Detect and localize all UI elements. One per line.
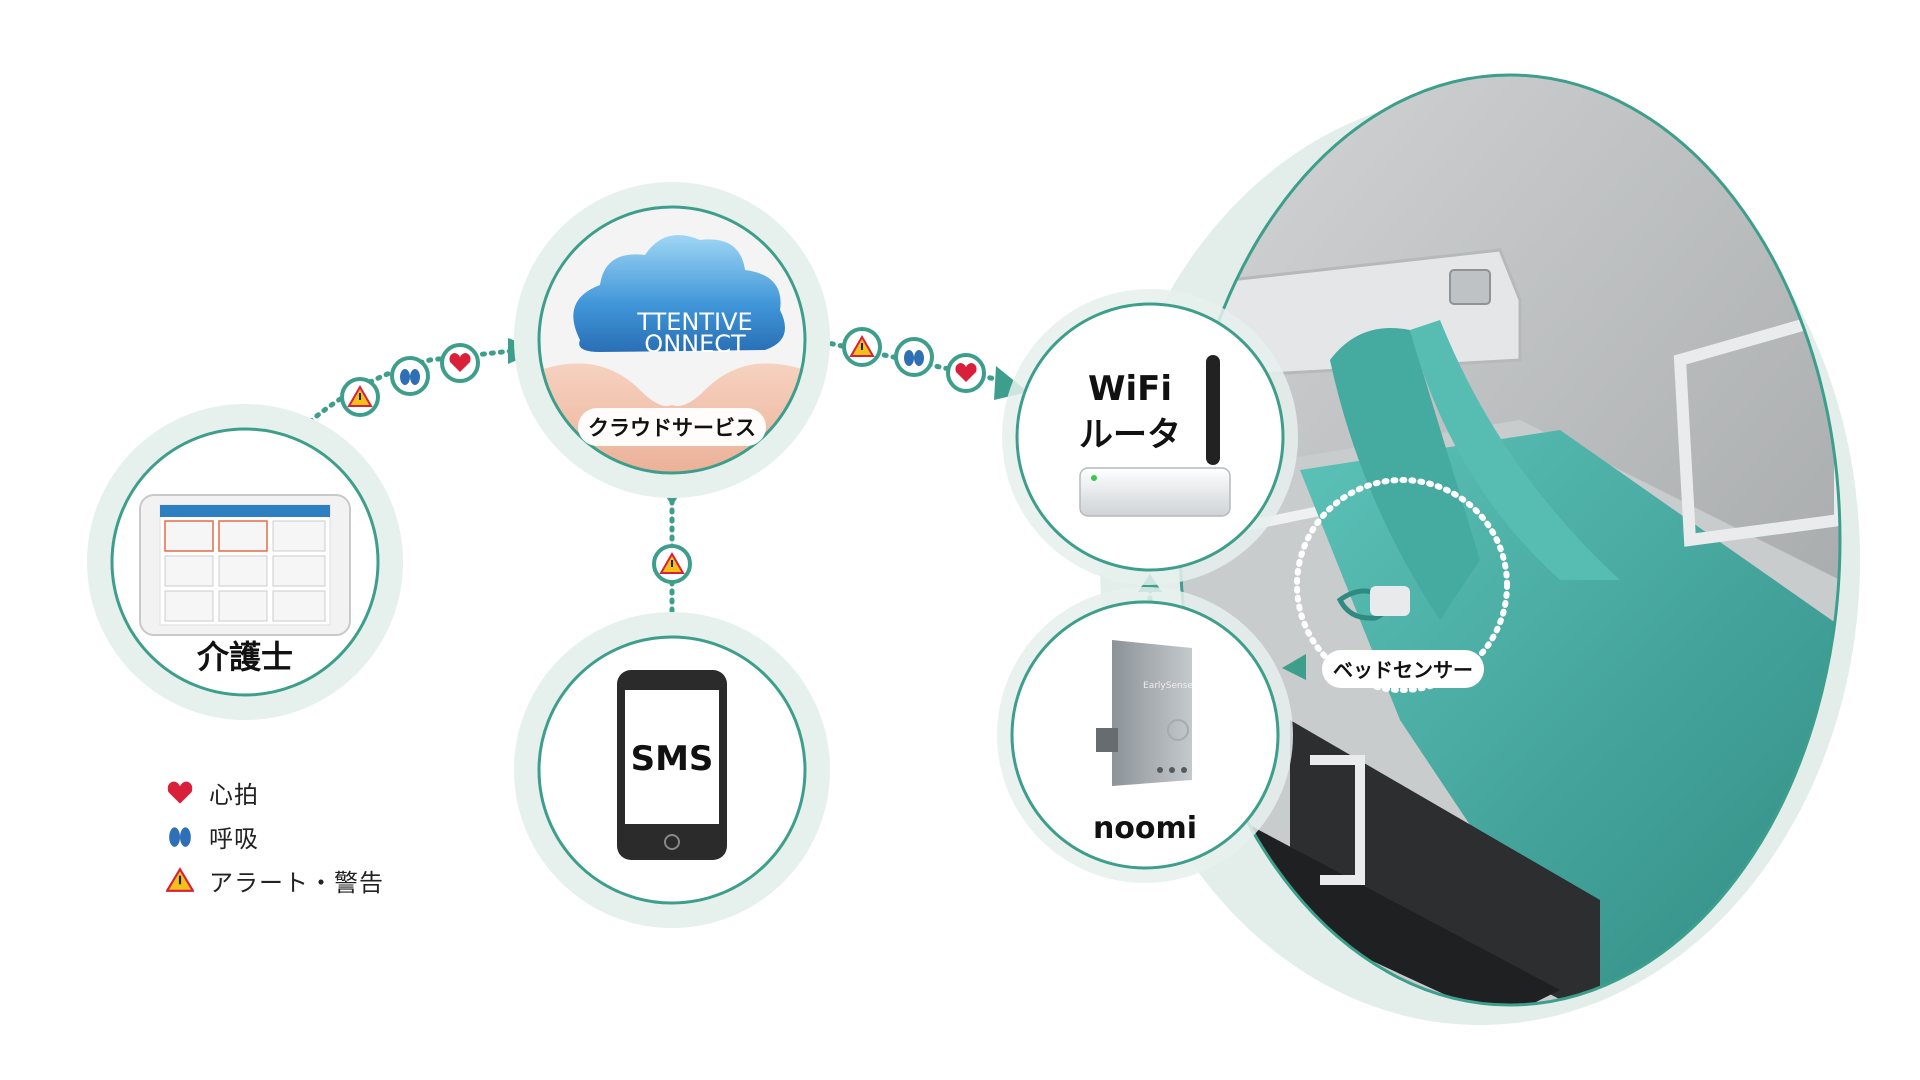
smartphone-icon bbox=[617, 670, 727, 860]
noomi-device-icon: EarlySense bbox=[1096, 640, 1193, 786]
legend-item-lungs: 呼吸 bbox=[165, 814, 485, 858]
heart-icon bbox=[165, 777, 195, 807]
wifi-router-label-line1: WiFi bbox=[1088, 369, 1172, 409]
legend-item-alert: アラート・警告 bbox=[165, 858, 485, 902]
heart-badge bbox=[946, 353, 986, 393]
caregiver-label: 介護士 bbox=[196, 638, 293, 676]
lungs-badge bbox=[390, 356, 430, 396]
noomi-label: noomi bbox=[1093, 811, 1197, 846]
bed-illustration bbox=[1100, 73, 1860, 1025]
alert-badge bbox=[842, 327, 882, 367]
cloud-service-node: TTENTIVE ONNECT クラウドサービス bbox=[514, 182, 830, 498]
earlysense-brand: EarlySense bbox=[1143, 681, 1193, 691]
noomi-node: EarlySense noomi bbox=[997, 587, 1293, 883]
attentive-connect-logo-line2: ONNECT bbox=[644, 330, 746, 358]
alert-icon bbox=[165, 865, 195, 895]
heart-badge bbox=[440, 343, 480, 383]
legend: 心拍 呼吸 アラート・警告 bbox=[165, 770, 485, 902]
wifi-router-node: WiFi ルータ bbox=[1002, 289, 1298, 585]
cloud-icon bbox=[573, 235, 785, 352]
cloud-service-label: クラウドサービス bbox=[588, 416, 756, 440]
bed-sensor-callout: ベッドセンサー bbox=[1294, 477, 1510, 693]
legend-label-heart: 心拍 bbox=[209, 780, 259, 809]
lungs-icon bbox=[165, 821, 195, 851]
alert-badge bbox=[340, 377, 380, 417]
alert-badge bbox=[652, 544, 692, 584]
wifi-router-label-line2: ルータ bbox=[1079, 415, 1181, 455]
legend-label-lungs: 呼吸 bbox=[209, 824, 259, 853]
tablet-icon bbox=[139, 494, 351, 636]
caregiver-node: 介護士 bbox=[87, 404, 403, 720]
lungs-badge bbox=[894, 337, 934, 377]
sms-label: SMS bbox=[631, 739, 714, 779]
legend-label-alert: アラート・警告 bbox=[209, 868, 384, 897]
sms-node: SMS bbox=[514, 612, 830, 928]
router-icon bbox=[1079, 355, 1231, 517]
attentive-connect-logo-line1: TTENTIVE bbox=[636, 308, 752, 336]
legend-item-heart: 心拍 bbox=[165, 770, 485, 814]
bed-sensor-label: ベッドセンサー bbox=[1333, 658, 1473, 682]
